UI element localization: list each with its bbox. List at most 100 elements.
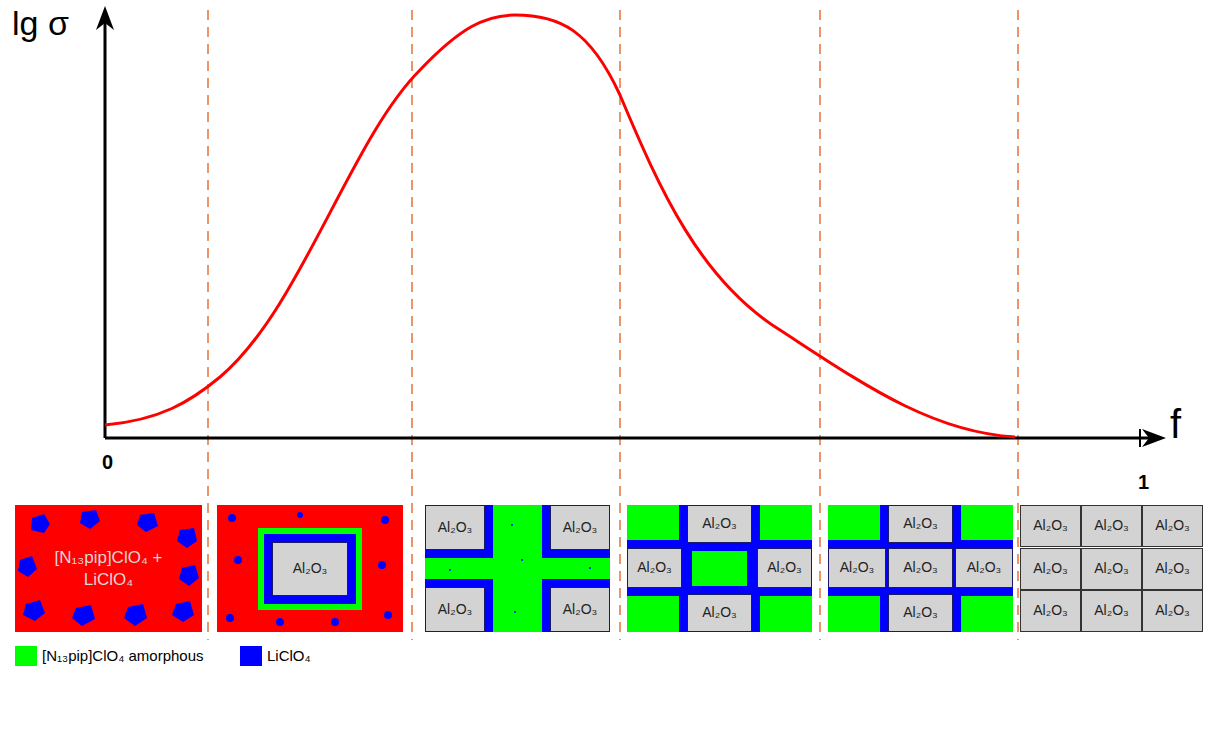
salt-grain <box>172 601 194 622</box>
grain-label: Al₂O₃ <box>1033 602 1067 620</box>
grain-label: Al₂O₃ <box>903 604 937 622</box>
grain-label: Al₂O₃ <box>903 559 937 577</box>
separator-lines <box>208 10 1018 640</box>
separator-line <box>411 10 413 640</box>
alumina-grain: Al₂O₃ <box>1020 548 1081 590</box>
amorphous-region <box>828 505 1013 632</box>
alumina-grain: Al₂O₃ <box>687 505 752 543</box>
salt-dot <box>331 618 339 626</box>
alumina-grain: Al₂O₃ <box>550 587 610 632</box>
amorphous-core <box>692 551 747 586</box>
alumina-grain: Al₂O₃ <box>888 594 953 632</box>
legend-label: [N₁₃pip]ClO₄ amorphous <box>42 646 204 666</box>
salt-grain <box>124 604 147 626</box>
alumina-grain: Al₂O₃ <box>888 548 953 588</box>
salt-dot <box>589 567 591 569</box>
alumina-grain: Al₂O₃ <box>1020 505 1081 547</box>
grain-label: Al₂O₃ <box>563 519 597 537</box>
salt-dot <box>521 559 523 561</box>
separator-line <box>819 10 821 640</box>
grain-label: Al₂O₃ <box>438 519 472 537</box>
salt-layer <box>425 579 493 632</box>
salt-grain <box>179 565 199 586</box>
grain-label: Al₂O₃ <box>767 559 801 577</box>
mixture-region: [N₁₃pip]ClO₄ + LiClO₄ <box>15 505 202 632</box>
salt-grain <box>72 605 95 626</box>
salt-layer <box>627 540 812 596</box>
alumina-grain: Al₂O₃ <box>272 542 348 596</box>
alumina-grain: Al₂O₃ <box>1020 590 1081 632</box>
alumina-grain: Al₂O₃ <box>1081 590 1142 632</box>
salt-dot <box>384 611 392 619</box>
grain-label: Al₂O₃ <box>1033 517 1067 535</box>
alumina-grain: Al₂O₃ <box>687 594 752 632</box>
alumina-grain: Al₂O₃ <box>627 548 682 588</box>
grain-label: Al₂O₃ <box>293 560 327 578</box>
legend-swatch <box>15 646 37 666</box>
salt-layer <box>542 579 610 632</box>
salt-grain <box>177 528 197 548</box>
grain-label: Al₂O₃ <box>1155 517 1189 535</box>
salt-layer <box>880 505 961 632</box>
conductivity-curve <box>105 15 1015 437</box>
separator-line <box>207 10 209 640</box>
alumina-grain: Al₂O₃ <box>828 548 886 588</box>
salt-layer <box>264 534 356 604</box>
grain-label: Al₂O₃ <box>702 604 736 622</box>
x-axis-arrow <box>1142 429 1166 447</box>
alumina-grain: Al₂O₃ <box>1081 505 1142 547</box>
y-axis <box>104 22 107 438</box>
grain-label: Al₂O₃ <box>1094 560 1128 578</box>
salt-dot <box>449 569 451 571</box>
alumina-grain: Al₂O₃ <box>888 505 953 543</box>
grain-label: Al₂O₃ <box>563 601 597 619</box>
alumina-grain: Al₂O₃ <box>550 505 610 550</box>
grain-label: Al₂O₃ <box>1155 602 1189 620</box>
axis-title: lg σ <box>12 6 69 40</box>
salt-dot <box>514 611 516 613</box>
alumina-grain: Al₂O₃ <box>1142 548 1203 590</box>
salt-grain <box>18 556 37 577</box>
grain-label: Al₂O₃ <box>1033 560 1067 578</box>
alumina-grain: Al₂O₃ <box>955 548 1013 588</box>
axis-title: f <box>1170 404 1181 444</box>
amorphous-layer <box>258 528 362 610</box>
mixture-panel <box>15 505 202 632</box>
grain-label: Al₂O₃ <box>438 601 472 619</box>
axis-tick <box>1139 429 1141 447</box>
separator-line <box>619 10 621 640</box>
mixture-panel <box>217 505 403 632</box>
salt-dot <box>297 512 303 518</box>
salt-dot <box>226 614 234 622</box>
legend-label: LiClO₄ <box>267 646 311 666</box>
salt-dots <box>226 512 392 626</box>
salt-grains <box>18 510 199 626</box>
salt-layer <box>425 505 493 558</box>
axis-value: 0 <box>102 452 113 472</box>
salt-dot <box>234 556 242 564</box>
mixture-label: [N₁₃pip]ClO₄ + LiClO₄ <box>44 547 174 590</box>
grain-label: Al₂O₃ <box>967 559 1001 577</box>
x-axis <box>105 437 1152 440</box>
salt-grain <box>80 510 100 529</box>
alumina-grain: Al₂O₃ <box>1142 505 1203 547</box>
alumina-grain: Al₂O₃ <box>1142 590 1203 632</box>
alumina-grain: Al₂O₃ <box>1081 548 1142 590</box>
grain-label: Al₂O₃ <box>637 559 671 577</box>
grain-label: Al₂O₃ <box>702 515 736 533</box>
salt-dot <box>381 516 389 524</box>
grain-label: Al₂O₃ <box>1094 602 1128 620</box>
salt-layer <box>828 540 1013 596</box>
grain-label: Al₂O₃ <box>1155 560 1189 578</box>
grain-label: Al₂O₃ <box>903 515 937 533</box>
salt-grain <box>23 600 45 621</box>
separator-line <box>1017 10 1019 640</box>
salt-dot <box>511 524 513 526</box>
alumina-grain: Al₂O₃ <box>425 587 485 632</box>
salt-layer <box>542 505 610 558</box>
y-axis-arrow <box>96 6 114 30</box>
alumina-grain: Al₂O₃ <box>757 548 812 588</box>
alumina-grain: Al₂O₃ <box>425 505 485 550</box>
salt-dot <box>276 618 284 626</box>
